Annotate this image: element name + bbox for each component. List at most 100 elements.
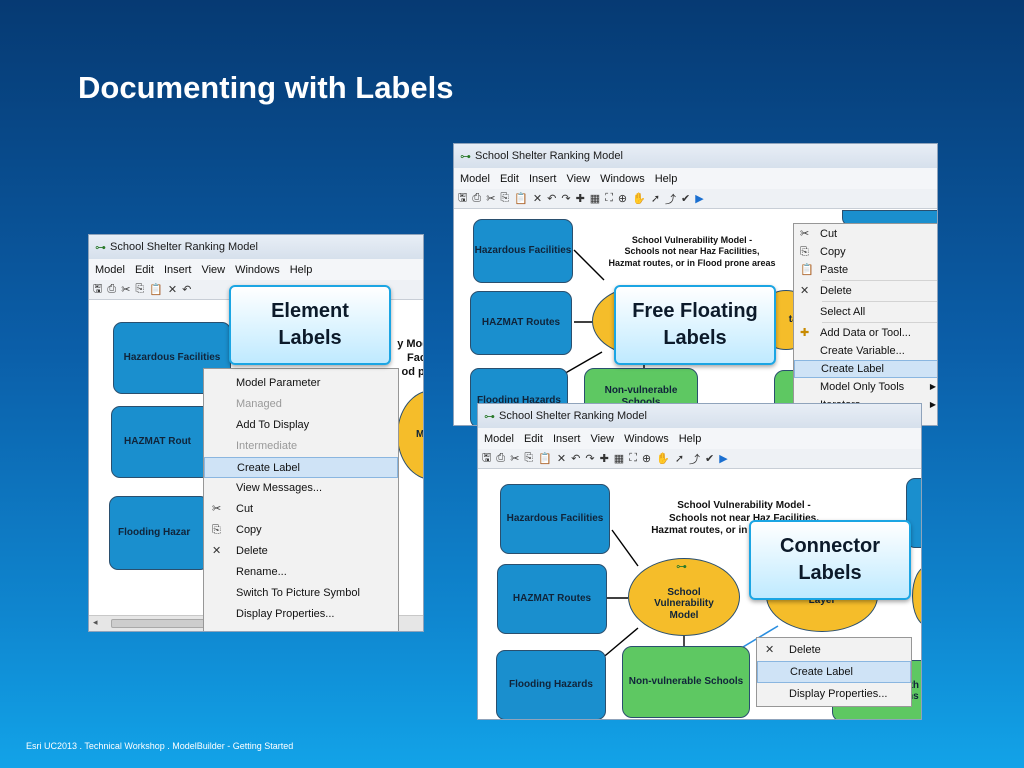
save-icon[interactable]: 🖫 xyxy=(482,452,492,464)
menu-windows[interactable]: Windows xyxy=(235,263,280,276)
run-icon[interactable]: ▶ xyxy=(695,193,704,205)
menu-help[interactable]: Help xyxy=(654,172,678,185)
menu-view[interactable]: View xyxy=(566,172,591,185)
connect-icon[interactable]: ⤴ xyxy=(689,453,701,466)
cut-icon[interactable]: ✂ xyxy=(486,193,496,205)
auto-layout-icon[interactable]: ▦ xyxy=(613,453,625,465)
full-extent-icon[interactable]: ⛶ xyxy=(605,192,613,204)
undo-icon[interactable]: ↶ xyxy=(571,453,581,465)
context-menu-element: Model Parameter Managed Add To Display I… xyxy=(203,368,399,631)
copy-icon[interactable]: ⎘ xyxy=(500,192,510,204)
zoom-icon[interactable]: ⊕ xyxy=(617,193,628,205)
menu-item-view-messages[interactable]: View Messages... xyxy=(236,482,323,494)
connect-icon[interactable]: ⤴ xyxy=(665,193,677,206)
menu-item-copy[interactable]: ⎘Copy xyxy=(204,520,398,541)
add-data-icon[interactable]: ✚ xyxy=(575,193,585,205)
menu-windows[interactable]: Windows xyxy=(624,432,669,445)
paste-icon[interactable]: 📋 xyxy=(538,453,552,465)
menu-insert[interactable]: Insert xyxy=(528,172,557,185)
menu-windows[interactable]: Windows xyxy=(600,172,645,185)
copy-icon[interactable]: ⎘ xyxy=(135,283,145,295)
menu-edit[interactable]: Edit xyxy=(134,263,154,276)
menu-item-delete[interactable]: ✕Delete xyxy=(794,282,937,300)
copy-icon[interactable]: ⎘ xyxy=(524,452,534,464)
menu-item-model-only-tools[interactable]: Model Only Tools▶ xyxy=(794,378,937,396)
node-flooding-hazards[interactable]: Flooding Hazards xyxy=(496,650,606,719)
menu-insert[interactable]: Insert xyxy=(163,263,192,276)
node-hazardous-facilities[interactable]: Hazardous Facilities xyxy=(473,219,573,283)
validate-icon[interactable]: ✔ xyxy=(705,453,715,465)
menu-item-managed: Managed xyxy=(236,398,282,410)
redo-icon[interactable]: ↷ xyxy=(585,453,595,465)
slide-title: Documenting with Labels xyxy=(78,70,454,105)
node-non-vulnerable-schools[interactable]: Non-vulnerable Schools xyxy=(622,646,750,718)
node-tool-model[interactable]: M xyxy=(397,390,423,480)
zoom-icon[interactable]: ⊕ xyxy=(641,453,652,465)
menu-edit[interactable]: Edit xyxy=(499,172,519,185)
window-titlebar: ⊶ School Shelter Ranking Model xyxy=(89,235,423,259)
node-flooding-hazards[interactable]: Flooding Hazar xyxy=(109,496,209,570)
auto-layout-icon[interactable]: ▦ xyxy=(589,193,601,205)
node-hazmat-routes[interactable]: HAZMAT Routes xyxy=(497,564,607,634)
menu-edit[interactable]: Edit xyxy=(523,432,543,445)
cut-icon[interactable]: ✂ xyxy=(121,284,131,296)
menu-help[interactable]: Help xyxy=(289,263,313,276)
menu-item-copy[interactable]: ⎘Copy xyxy=(794,243,937,261)
save-icon[interactable]: 🖫 xyxy=(458,192,468,204)
menu-model[interactable]: Model xyxy=(95,263,125,276)
menu-view[interactable]: View xyxy=(201,263,226,276)
menu-insert[interactable]: Insert xyxy=(552,432,581,445)
redo-icon[interactable]: ↷ xyxy=(561,193,571,205)
undo-icon[interactable]: ↶ xyxy=(547,193,557,205)
delete-icon[interactable]: ✕ xyxy=(556,453,567,465)
node-hazmat-routes[interactable]: HAZMAT Routes xyxy=(470,291,572,355)
menu-item-cut[interactable]: ✂Cut xyxy=(204,499,398,520)
select-icon[interactable]: ➚ xyxy=(650,193,661,205)
delete-icon: ✕ xyxy=(765,644,775,656)
node-hazmat-routes[interactable]: HAZMAT Rout xyxy=(111,406,211,478)
paste-icon[interactable]: 📋 xyxy=(514,193,528,205)
submenu-arrow-icon: ▶ xyxy=(929,400,936,409)
validate-icon[interactable]: ✔ xyxy=(681,193,691,205)
menu-view[interactable]: View xyxy=(590,432,615,445)
menu-item-add-to-display[interactable]: Add To Display xyxy=(236,419,310,431)
node-hazardous-facilities[interactable]: Hazardous Facilities xyxy=(500,484,610,554)
menu-item-model-parameter[interactable]: Model Parameter xyxy=(236,377,321,389)
select-icon[interactable]: ➚ xyxy=(674,453,685,465)
save-icon[interactable]: 🖫 xyxy=(93,283,103,295)
menu-item-create-variable[interactable]: Create Variable... xyxy=(820,345,905,357)
menu-item-add-data-or-tool[interactable]: ✚Add Data or Tool... xyxy=(794,324,937,342)
menu-model[interactable]: Model xyxy=(460,172,490,185)
delete-icon[interactable]: ✕ xyxy=(167,284,178,296)
menu-item-cut[interactable]: ✂Cut xyxy=(794,225,937,243)
menu-item-select-all[interactable]: Select All xyxy=(820,306,866,318)
node-school-vulnerability-model[interactable]: School Vulnerability Model xyxy=(628,558,740,636)
menu-item-delete[interactable]: ✕Delete xyxy=(757,639,911,661)
print-icon[interactable]: ⎙ xyxy=(472,192,482,204)
menu-help[interactable]: Help xyxy=(678,432,702,445)
paste-icon[interactable]: 📋 xyxy=(149,284,163,296)
menu-item-create-label[interactable]: Create Label xyxy=(757,661,911,683)
menu-item-create-label[interactable]: Create Label xyxy=(204,457,398,478)
menu-model[interactable]: Model xyxy=(484,432,514,445)
pan-icon[interactable]: ✋ xyxy=(656,453,670,465)
cut-icon[interactable]: ✂ xyxy=(510,453,520,465)
menu-item-delete[interactable]: ✕Delete xyxy=(204,541,398,562)
print-icon[interactable]: ⎙ xyxy=(107,283,117,295)
delete-icon[interactable]: ✕ xyxy=(532,193,543,205)
menu-item-create-label[interactable]: Create Label xyxy=(794,360,937,378)
pan-icon[interactable]: ✋ xyxy=(632,193,646,205)
scroll-left-icon[interactable]: ◂ xyxy=(93,617,98,627)
menu-item-display-properties[interactable]: Display Properties... xyxy=(789,688,888,700)
add-data-icon[interactable]: ✚ xyxy=(599,453,609,465)
print-icon[interactable]: ⎙ xyxy=(496,452,506,464)
menu-item-display-properties[interactable]: Display Properties... xyxy=(236,608,335,620)
context-menu-connector: ✕Delete Create Label Display Properties.… xyxy=(756,637,912,707)
delete-icon: ✕ xyxy=(800,285,810,297)
menu-item-paste[interactable]: 📋Paste xyxy=(794,261,937,279)
menu-item-switch-to-picture-symbol[interactable]: Switch To Picture Symbol xyxy=(236,587,360,599)
undo-icon[interactable]: ↶ xyxy=(182,284,192,296)
full-extent-icon[interactable]: ⛶ xyxy=(629,452,637,464)
menu-item-rename[interactable]: Rename... xyxy=(236,566,287,578)
run-icon[interactable]: ▶ xyxy=(719,453,728,465)
